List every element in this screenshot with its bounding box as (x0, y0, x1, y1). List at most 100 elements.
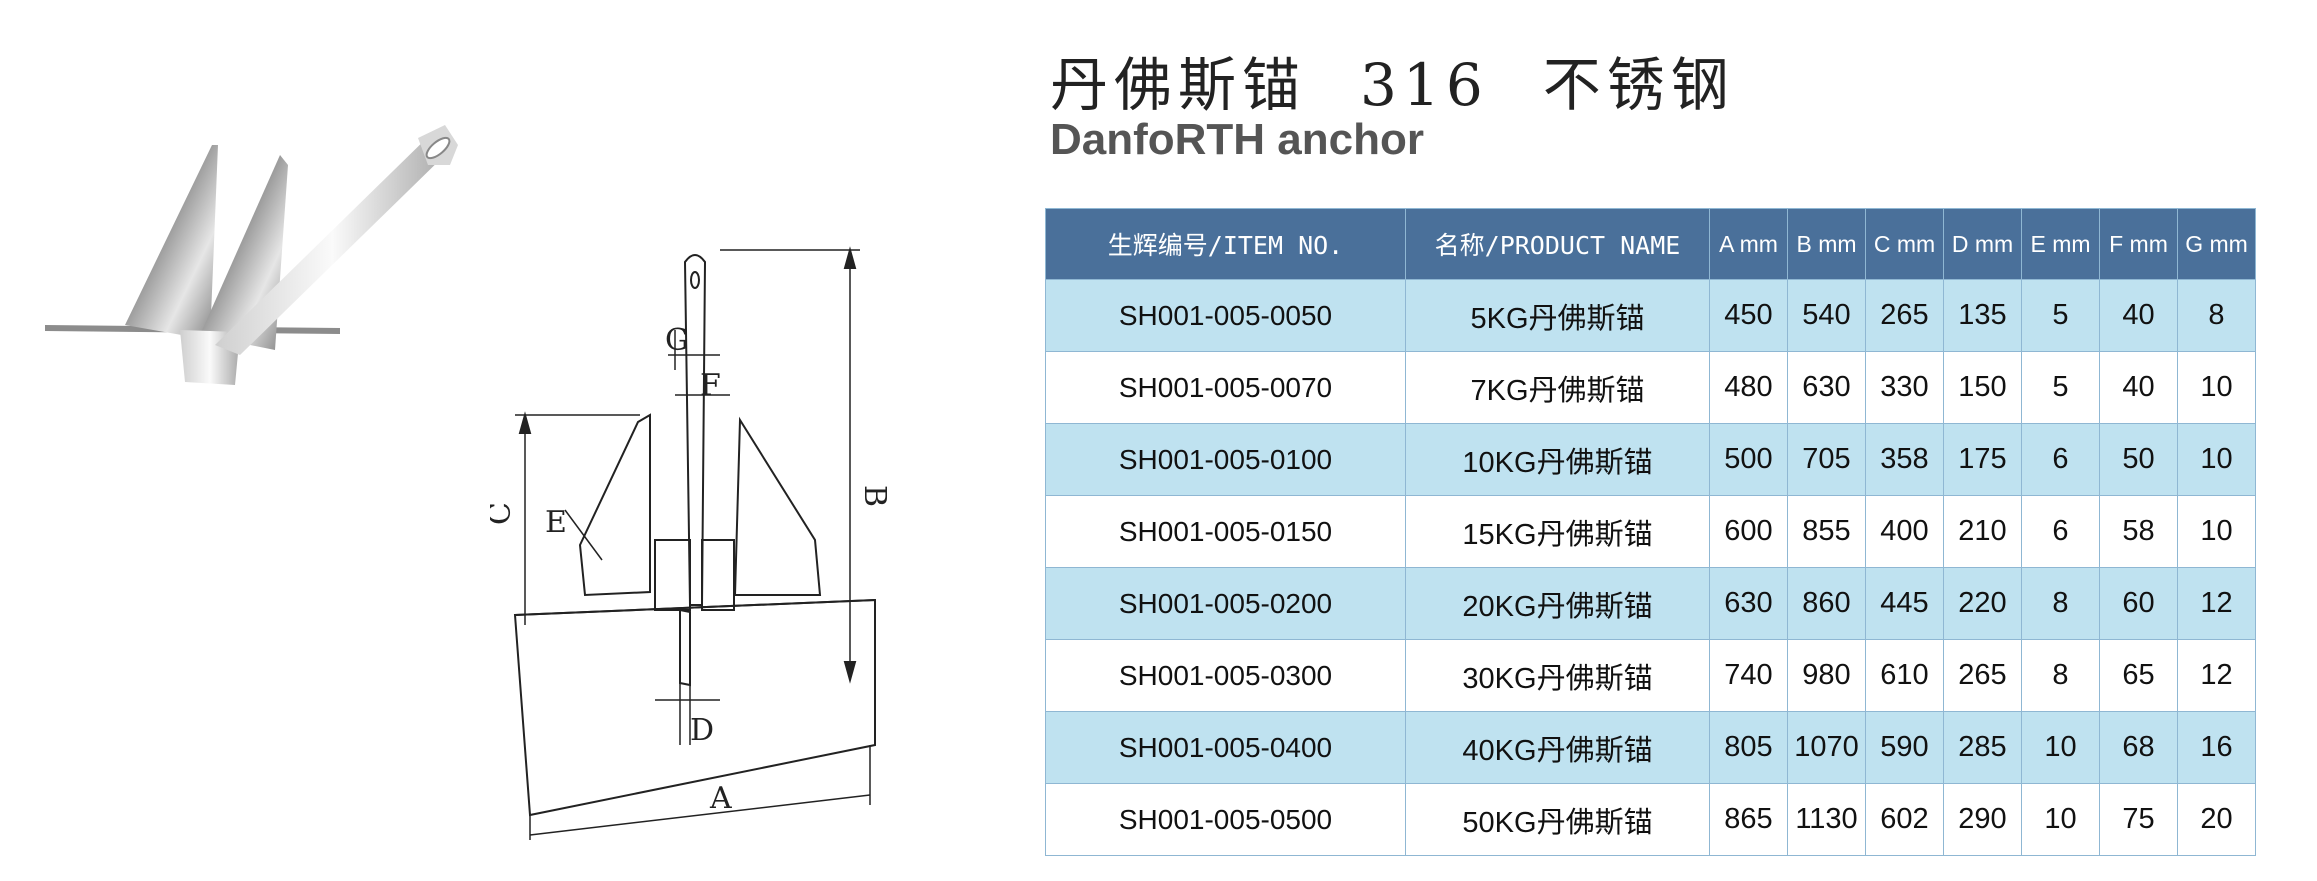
header-e: E mm (2021, 208, 2100, 280)
cell-d: 135 (1943, 279, 2022, 352)
dimension-g-label: G (665, 323, 689, 358)
cell-product-name: 10KG丹佛斯锚 (1405, 423, 1710, 496)
cell-item-no: SH001-005-0400 (1045, 711, 1406, 784)
cell-e: 8 (2021, 639, 2100, 712)
cell-f: 60 (2099, 567, 2178, 640)
cell-g: 10 (2177, 495, 2256, 568)
cell-f: 75 (2099, 783, 2178, 856)
dimension-c-label: C (490, 502, 518, 525)
cell-product-name: 15KG丹佛斯锚 (1405, 495, 1710, 568)
cell-b: 855 (1787, 495, 1866, 568)
dimension-a-line (529, 794, 871, 836)
cell-product-name: 50KG丹佛斯锚 (1405, 783, 1710, 856)
header-g: G mm (2177, 208, 2256, 280)
cell-f: 65 (2099, 639, 2178, 712)
anchor-dimension-drawing: B C E G F D A (490, 246, 892, 840)
title-english: DanfoRTH anchor (1050, 115, 1424, 164)
header-a: A mm (1709, 208, 1788, 280)
title-cn-grade: 316 (1360, 51, 1489, 119)
cell-e: 6 (2021, 423, 2100, 496)
cell-item-no: SH001-005-0100 (1045, 423, 1406, 496)
cell-item-no: SH001-005-0300 (1045, 639, 1406, 712)
cell-product-name: 20KG丹佛斯锚 (1405, 567, 1710, 640)
cell-item-no: SH001-005-0070 (1045, 351, 1406, 424)
cell-b: 630 (1787, 351, 1866, 424)
header-b: B mm (1787, 208, 1866, 280)
cell-g: 10 (2177, 351, 2256, 424)
cell-f: 40 (2099, 351, 2178, 424)
cell-a: 480 (1709, 351, 1788, 424)
cell-e: 10 (2021, 783, 2100, 856)
header-product-name: 名称/PRODUCT NAME (1405, 208, 1710, 280)
cell-item-no: SH001-005-0150 (1045, 495, 1406, 568)
dimension-f-label: F (700, 368, 721, 403)
cell-d: 285 (1943, 711, 2022, 784)
cell-c: 358 (1865, 423, 1944, 496)
cell-product-name: 5KG丹佛斯锚 (1405, 279, 1710, 352)
cell-g: 20 (2177, 783, 2256, 856)
dimension-b-label: B (857, 485, 892, 507)
cell-a: 630 (1709, 567, 1788, 640)
cell-f: 58 (2099, 495, 2178, 568)
left-fluke (578, 413, 651, 597)
dimension-e-label: E (545, 505, 567, 540)
cell-f: 50 (2099, 423, 2178, 496)
cell-b: 980 (1787, 639, 1866, 712)
spec-table: 生辉编号/ITEM NO. 名称/PRODUCT NAME A mm B mm … (1045, 208, 2256, 856)
cell-c: 265 (1865, 279, 1944, 352)
cell-b: 705 (1787, 423, 1866, 496)
cell-g: 12 (2177, 639, 2256, 712)
cell-b: 540 (1787, 279, 1866, 352)
dimension-d-label: D (690, 713, 714, 748)
anchor-photo (45, 125, 458, 385)
cell-d: 150 (1943, 351, 2022, 424)
cell-a: 450 (1709, 279, 1788, 352)
header-item-no: 生辉编号/ITEM NO. (1045, 208, 1406, 280)
cell-c: 602 (1865, 783, 1944, 856)
right-fluke (733, 416, 822, 596)
cell-e: 6 (2021, 495, 2100, 568)
cell-e: 5 (2021, 351, 2100, 424)
cell-product-name: 30KG丹佛斯锚 (1405, 639, 1710, 712)
cell-g: 10 (2177, 423, 2256, 496)
cell-a: 600 (1709, 495, 1788, 568)
title-cn-name: 丹佛斯锚 (1050, 51, 1307, 119)
cell-e: 10 (2021, 711, 2100, 784)
cell-f: 68 (2099, 711, 2178, 784)
cell-c: 445 (1865, 567, 1944, 640)
cell-d: 220 (1943, 567, 2022, 640)
cell-d: 175 (1943, 423, 2022, 496)
cell-a: 740 (1709, 639, 1788, 712)
cell-a: 500 (1709, 423, 1788, 496)
cell-a: 865 (1709, 783, 1788, 856)
title-cn-material: 不锈钢 (1542, 51, 1735, 119)
cell-e: 8 (2021, 567, 2100, 640)
table-header-row: 生辉编号/ITEM NO. 名称/PRODUCT NAME A mm B mm … (1045, 208, 2256, 280)
cell-c: 330 (1865, 351, 1944, 424)
cell-item-no: SH001-005-0200 (1045, 567, 1406, 640)
cell-e: 5 (2021, 279, 2100, 352)
cell-g: 12 (2177, 567, 2256, 640)
cell-g: 8 (2177, 279, 2256, 352)
header-d: D mm (1943, 208, 2022, 280)
cell-c: 400 (1865, 495, 1944, 568)
cell-product-name: 7KG丹佛斯锚 (1405, 351, 1710, 424)
cell-b: 1130 (1787, 783, 1866, 856)
cell-product-name: 40KG丹佛斯锚 (1405, 711, 1710, 784)
cell-item-no: SH001-005-0050 (1045, 279, 1406, 352)
title-chinese: 丹佛斯锚 316 不锈钢 (1050, 38, 1735, 122)
cell-c: 590 (1865, 711, 1944, 784)
cell-d: 265 (1943, 639, 2022, 712)
cell-item-no: SH001-005-0500 (1045, 783, 1406, 856)
cell-b: 1070 (1787, 711, 1866, 784)
fluke-base (513, 598, 876, 817)
cell-a: 805 (1709, 711, 1788, 784)
header-c: C mm (1865, 208, 1944, 280)
